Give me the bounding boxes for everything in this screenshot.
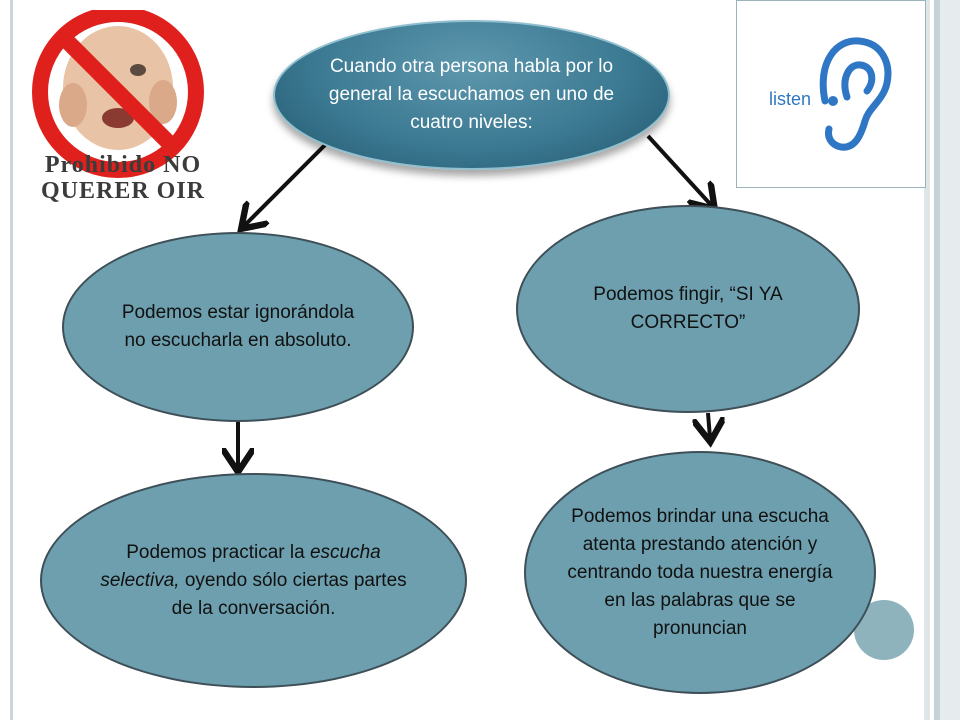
node-selective-text: Podemos practicar la escucha selectiva, … [97,539,410,623]
slide-left-rule [10,0,13,720]
node-selective-text-italic: escucha selectiva, [100,541,381,591]
prohibido-caption: Prohibido NO QUERER OIR [38,152,208,204]
node-selective: Podemos practicar la escucha selectiva, … [40,473,467,688]
arrow-fake-to-attentive [708,412,710,438]
node-selective-text-start: Podemos practicar la [126,541,310,563]
arrow-root-to-ignore [244,140,330,226]
prohibido-caption-line1: Prohibido NO [44,152,202,178]
node-selective-text-end: oyendo sólo ciertas partes de la convers… [171,569,407,619]
prohibido-caption-line2: QUERER OIR [40,178,206,204]
node-attentive: Podemos brindar una escucha atenta prest… [524,451,876,694]
node-attentive-text: Podemos brindar una escucha atenta prest… [567,505,833,639]
node-fake-text: Podemos fingir, “SI YA CORRECTO” [593,284,783,333]
node-fake: Podemos fingir, “SI YA CORRECTO” [516,205,860,413]
node-ignore-text: Podemos estar ignorándola no escucharla … [121,302,355,351]
slide-right-border [924,0,960,720]
listen-label: listen [769,89,812,109]
node-root: Cuando otra persona habla por lo general… [273,20,670,170]
node-root-text: Cuando otra persona habla por lo general… [328,56,615,133]
listen-ear-image: listen [736,0,926,188]
prohibido-baby-image [18,6,218,210]
arrow-root-to-fake [646,134,712,206]
node-ignore: Podemos estar ignorándola no escucharla … [62,232,414,422]
ear-icon [819,37,892,151]
